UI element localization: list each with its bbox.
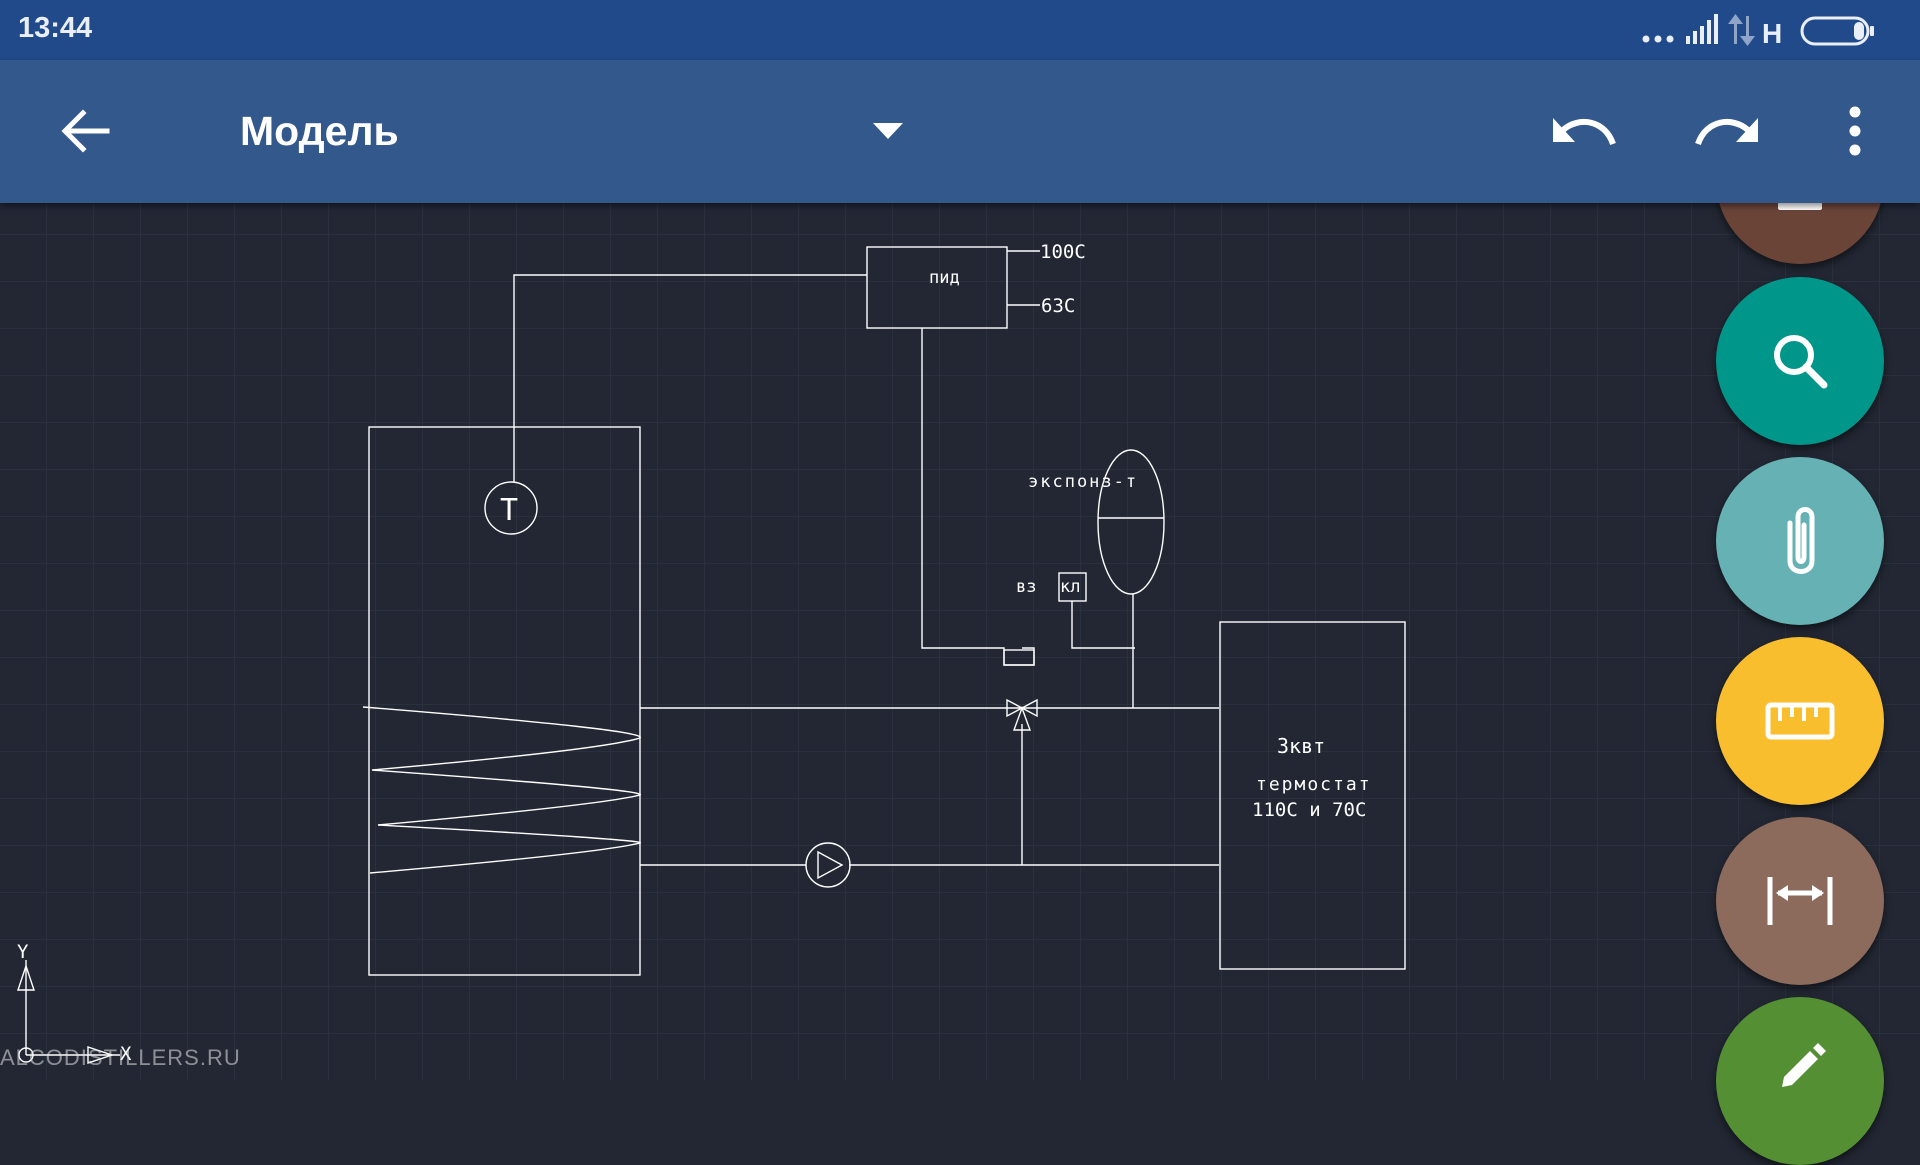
sensor-wire: [513, 274, 867, 482]
redo-icon: [1695, 118, 1758, 146]
axis-x-label: X: [120, 1043, 132, 1065]
overflow-menu-icon: [1849, 106, 1861, 156]
redo-button[interactable]: [1692, 96, 1762, 166]
app-toolbar: Модель: [0, 60, 1920, 203]
signal-icon: [1686, 14, 1718, 44]
expansion-tank[interactable]: [1097, 449, 1165, 595]
more-dots-icon: [1642, 35, 1674, 43]
heat-exchanger-coil[interactable]: [362, 706, 641, 874]
axis-y-label: Y: [17, 941, 29, 963]
dropdown-icon: [873, 123, 903, 139]
search-icon: [1774, 335, 1828, 389]
air-valve-prefix-label: вз: [1016, 577, 1036, 597]
overflow-menu-button[interactable]: [1820, 96, 1890, 166]
valve-actuator[interactable]: [1003, 649, 1035, 666]
circulation-pump[interactable]: [805, 842, 851, 888]
status-icons: H: [1642, 10, 1902, 50]
thermostat-temps-label: 110C и 70C: [1252, 799, 1366, 821]
network-type: H: [1762, 18, 1782, 49]
pid-controller[interactable]: [866, 246, 1008, 329]
sensor-label: T: [500, 493, 518, 528]
ruler-fab[interactable]: [1716, 637, 1884, 805]
back-button[interactable]: [50, 96, 120, 166]
status-bar: 13:44 H: [0, 0, 1920, 60]
battery-icon: [1800, 16, 1874, 46]
power-label: 3квт: [1277, 734, 1325, 758]
temp-100-label: 100C: [1040, 241, 1086, 263]
cad-drawing[interactable]: пид 100C 63C экспонз-т вз кл T 3квт терм…: [0, 203, 1920, 1080]
electric-heater[interactable]: [1219, 621, 1406, 970]
air-valve-box-label: кл: [1060, 577, 1080, 597]
search-fab[interactable]: [1716, 277, 1884, 445]
undo-icon: [1553, 118, 1616, 146]
undo-button[interactable]: [1549, 96, 1619, 166]
drawing-canvas[interactable]: пид 100C 63C экспонз-т вз кл T 3квт терм…: [0, 203, 1920, 1080]
paperclip-icon: [1787, 507, 1815, 574]
pid-label: пид: [929, 268, 960, 288]
watermark: ALCODISTILLERS.RU: [0, 1045, 241, 1070]
ucs-axis-icon: [17, 960, 120, 1064]
boiler-tank[interactable]: [368, 426, 641, 976]
grid: [0, 203, 1920, 1080]
thermostat-label: термостат: [1256, 774, 1372, 795]
back-arrow-icon: [61, 109, 110, 153]
dimension-fab[interactable]: [1716, 817, 1884, 985]
edit-fab[interactable]: [1716, 997, 1884, 1165]
dimension-icon: [1767, 877, 1833, 925]
data-arrows-icon: [1728, 14, 1755, 46]
temperature-sensor[interactable]: [484, 481, 538, 535]
layout-dropdown-button[interactable]: [853, 96, 923, 166]
expansion-tank-label: экспонз-т: [1028, 472, 1138, 492]
attach-fab[interactable]: [1716, 457, 1884, 625]
three-way-valve[interactable]: [1006, 698, 1038, 731]
status-time: 13:44: [18, 12, 93, 44]
temp-63-label: 63C: [1041, 295, 1075, 317]
page-title: Модель: [240, 108, 399, 154]
pencil-icon: [1782, 1043, 1826, 1087]
ruler-icon: [1765, 702, 1835, 740]
